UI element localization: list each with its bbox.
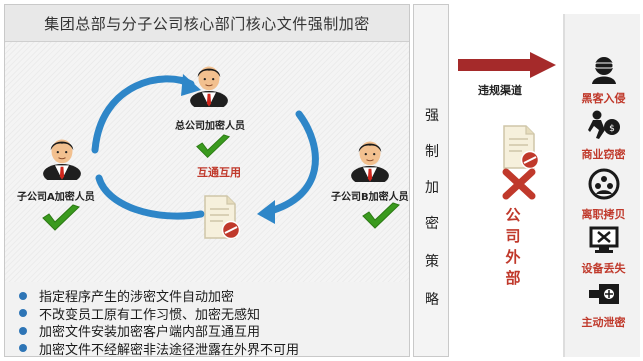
- subsidiary-b-person-icon: [349, 136, 391, 182]
- page-title: 集团总部与分子公司核心部门核心文件强制加密: [5, 5, 409, 42]
- threat-panel: 黑客入侵 $ 商业窃密 离职拷贝 设备丢失: [563, 14, 640, 357]
- subsidiary-b-check-icon: [361, 202, 401, 232]
- list-item: 加密文件安装加密客户端内部互通互用: [19, 322, 409, 340]
- list-item: 不改变员工原有工作习惯、加密无感知: [19, 305, 409, 323]
- strategy-char: 略: [425, 292, 439, 308]
- strategy-char: 制: [425, 144, 439, 160]
- bullet-icon: [19, 344, 27, 353]
- subsidiary-a-person-label: 子公司A加密人员: [17, 192, 95, 203]
- threat-item: 设备丢失: [565, 226, 642, 276]
- violation-channel-arrow: [458, 52, 556, 78]
- bullet-icon: [19, 326, 27, 335]
- mutual-access-label: 互通互用: [197, 166, 241, 179]
- list-item: 加密文件不经解密非法途径泄露在外界不可用: [19, 340, 409, 356]
- subsidiary-a-check-icon: [41, 204, 81, 234]
- hacker-icon: [591, 57, 616, 84]
- leaked-document-icon: [500, 124, 540, 170]
- bullet-icon: [19, 309, 27, 318]
- resign-copy-icon: [588, 168, 619, 200]
- hq-person-label: 总公司加密人员: [175, 121, 245, 132]
- strategy-char: 策: [425, 254, 439, 270]
- blocked-x-icon: [502, 168, 536, 200]
- strategy-char: 强: [425, 108, 439, 124]
- threat-item: 离职拷贝: [565, 168, 642, 222]
- strategy-char: 加: [425, 180, 439, 196]
- subsidiary-b-person-label: 子公司B加密人员: [331, 192, 409, 203]
- bullet-icon: [19, 291, 27, 300]
- strategy-label-box: 强 制 加 密 策 略: [413, 4, 449, 357]
- encryption-diagram: 总公司加密人员 互通互用 子公司A加密人员 子公司B加密人员: [5, 42, 409, 282]
- threat-item: 黑客入侵: [565, 56, 642, 106]
- hq-check-icon: [195, 134, 231, 161]
- list-item: 指定程序产生的涉密文件自动加密: [19, 287, 409, 305]
- subsidiary-a-person-icon: [41, 134, 83, 180]
- encrypted-document-icon: [201, 194, 241, 240]
- threat-item: $ 商业窃密: [565, 110, 642, 162]
- svg-text:$: $: [609, 124, 615, 134]
- device-lost-icon: [589, 226, 618, 253]
- active-leak-icon: [588, 284, 619, 304]
- threat-item: 主动泄密: [565, 280, 642, 330]
- violation-channel-label: 违规渠道: [478, 84, 522, 97]
- main-panel: 集团总部与分子公司核心部门核心文件强制加密 总公司加密人员 互通互用 子公司A加…: [4, 4, 410, 357]
- company-outside-label: 公司外部: [505, 206, 521, 287]
- hq-person-icon: [188, 61, 230, 107]
- strategy-char: 密: [425, 216, 439, 232]
- feature-list: 指定程序产生的涉密文件自动加密 不改变员工原有工作习惯、加密无感知 加密文件安装…: [19, 287, 409, 356]
- thief-icon: $: [587, 110, 620, 139]
- circular-arrows: [91, 74, 319, 224]
